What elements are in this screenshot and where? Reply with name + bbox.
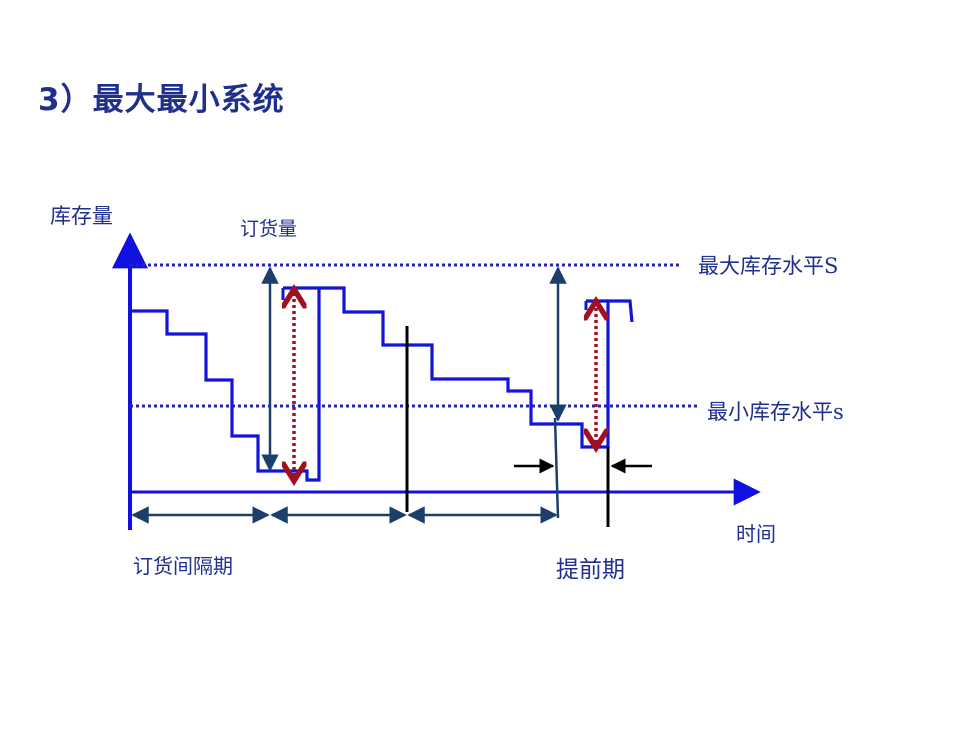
min-level-label: 最小库存水平s: [707, 400, 844, 424]
inventory-curve: [130, 286, 634, 482]
lead-time-start-marker: [553, 417, 560, 519]
order-quantity-label: 订货量: [240, 218, 298, 240]
review-interval-label: 订货间隔期: [133, 554, 233, 578]
max-level-label: 最大库存水平S: [698, 254, 839, 278]
x-axis-label: 时间: [736, 522, 776, 546]
lead-time-label: 提前期: [556, 557, 625, 583]
y-axis-label: 库存量: [50, 204, 113, 228]
slide-title: 3）最大最小系统: [38, 82, 285, 118]
